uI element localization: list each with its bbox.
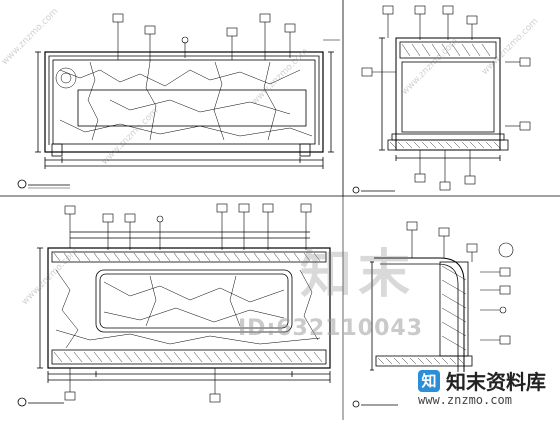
- side-section-bottom: [352, 221, 514, 408]
- callouts-bottom-left: [64, 203, 312, 403]
- front-elevation-top: [17, 13, 340, 189]
- watermark-id: ID:632110043: [238, 316, 424, 341]
- watermark-url: www.znzmo.com: [418, 393, 512, 407]
- front-elevation-bottom: [17, 203, 331, 407]
- watermark-big-text: 知末: [300, 245, 417, 305]
- marble-veins: [55, 61, 313, 141]
- brand-logo-icon: 知: [418, 369, 440, 392]
- view-tag-circle: [17, 179, 27, 189]
- watermark-brand: 知 知末资料库: [418, 366, 546, 395]
- side-section-top: [352, 5, 531, 194]
- brand-name: 知末资料库: [446, 370, 546, 394]
- marble-veins-bottom: [55, 269, 321, 349]
- callouts-bottom-right: [406, 221, 514, 345]
- callouts-top-right: [361, 5, 531, 191]
- callouts-top-left: [112, 13, 340, 62]
